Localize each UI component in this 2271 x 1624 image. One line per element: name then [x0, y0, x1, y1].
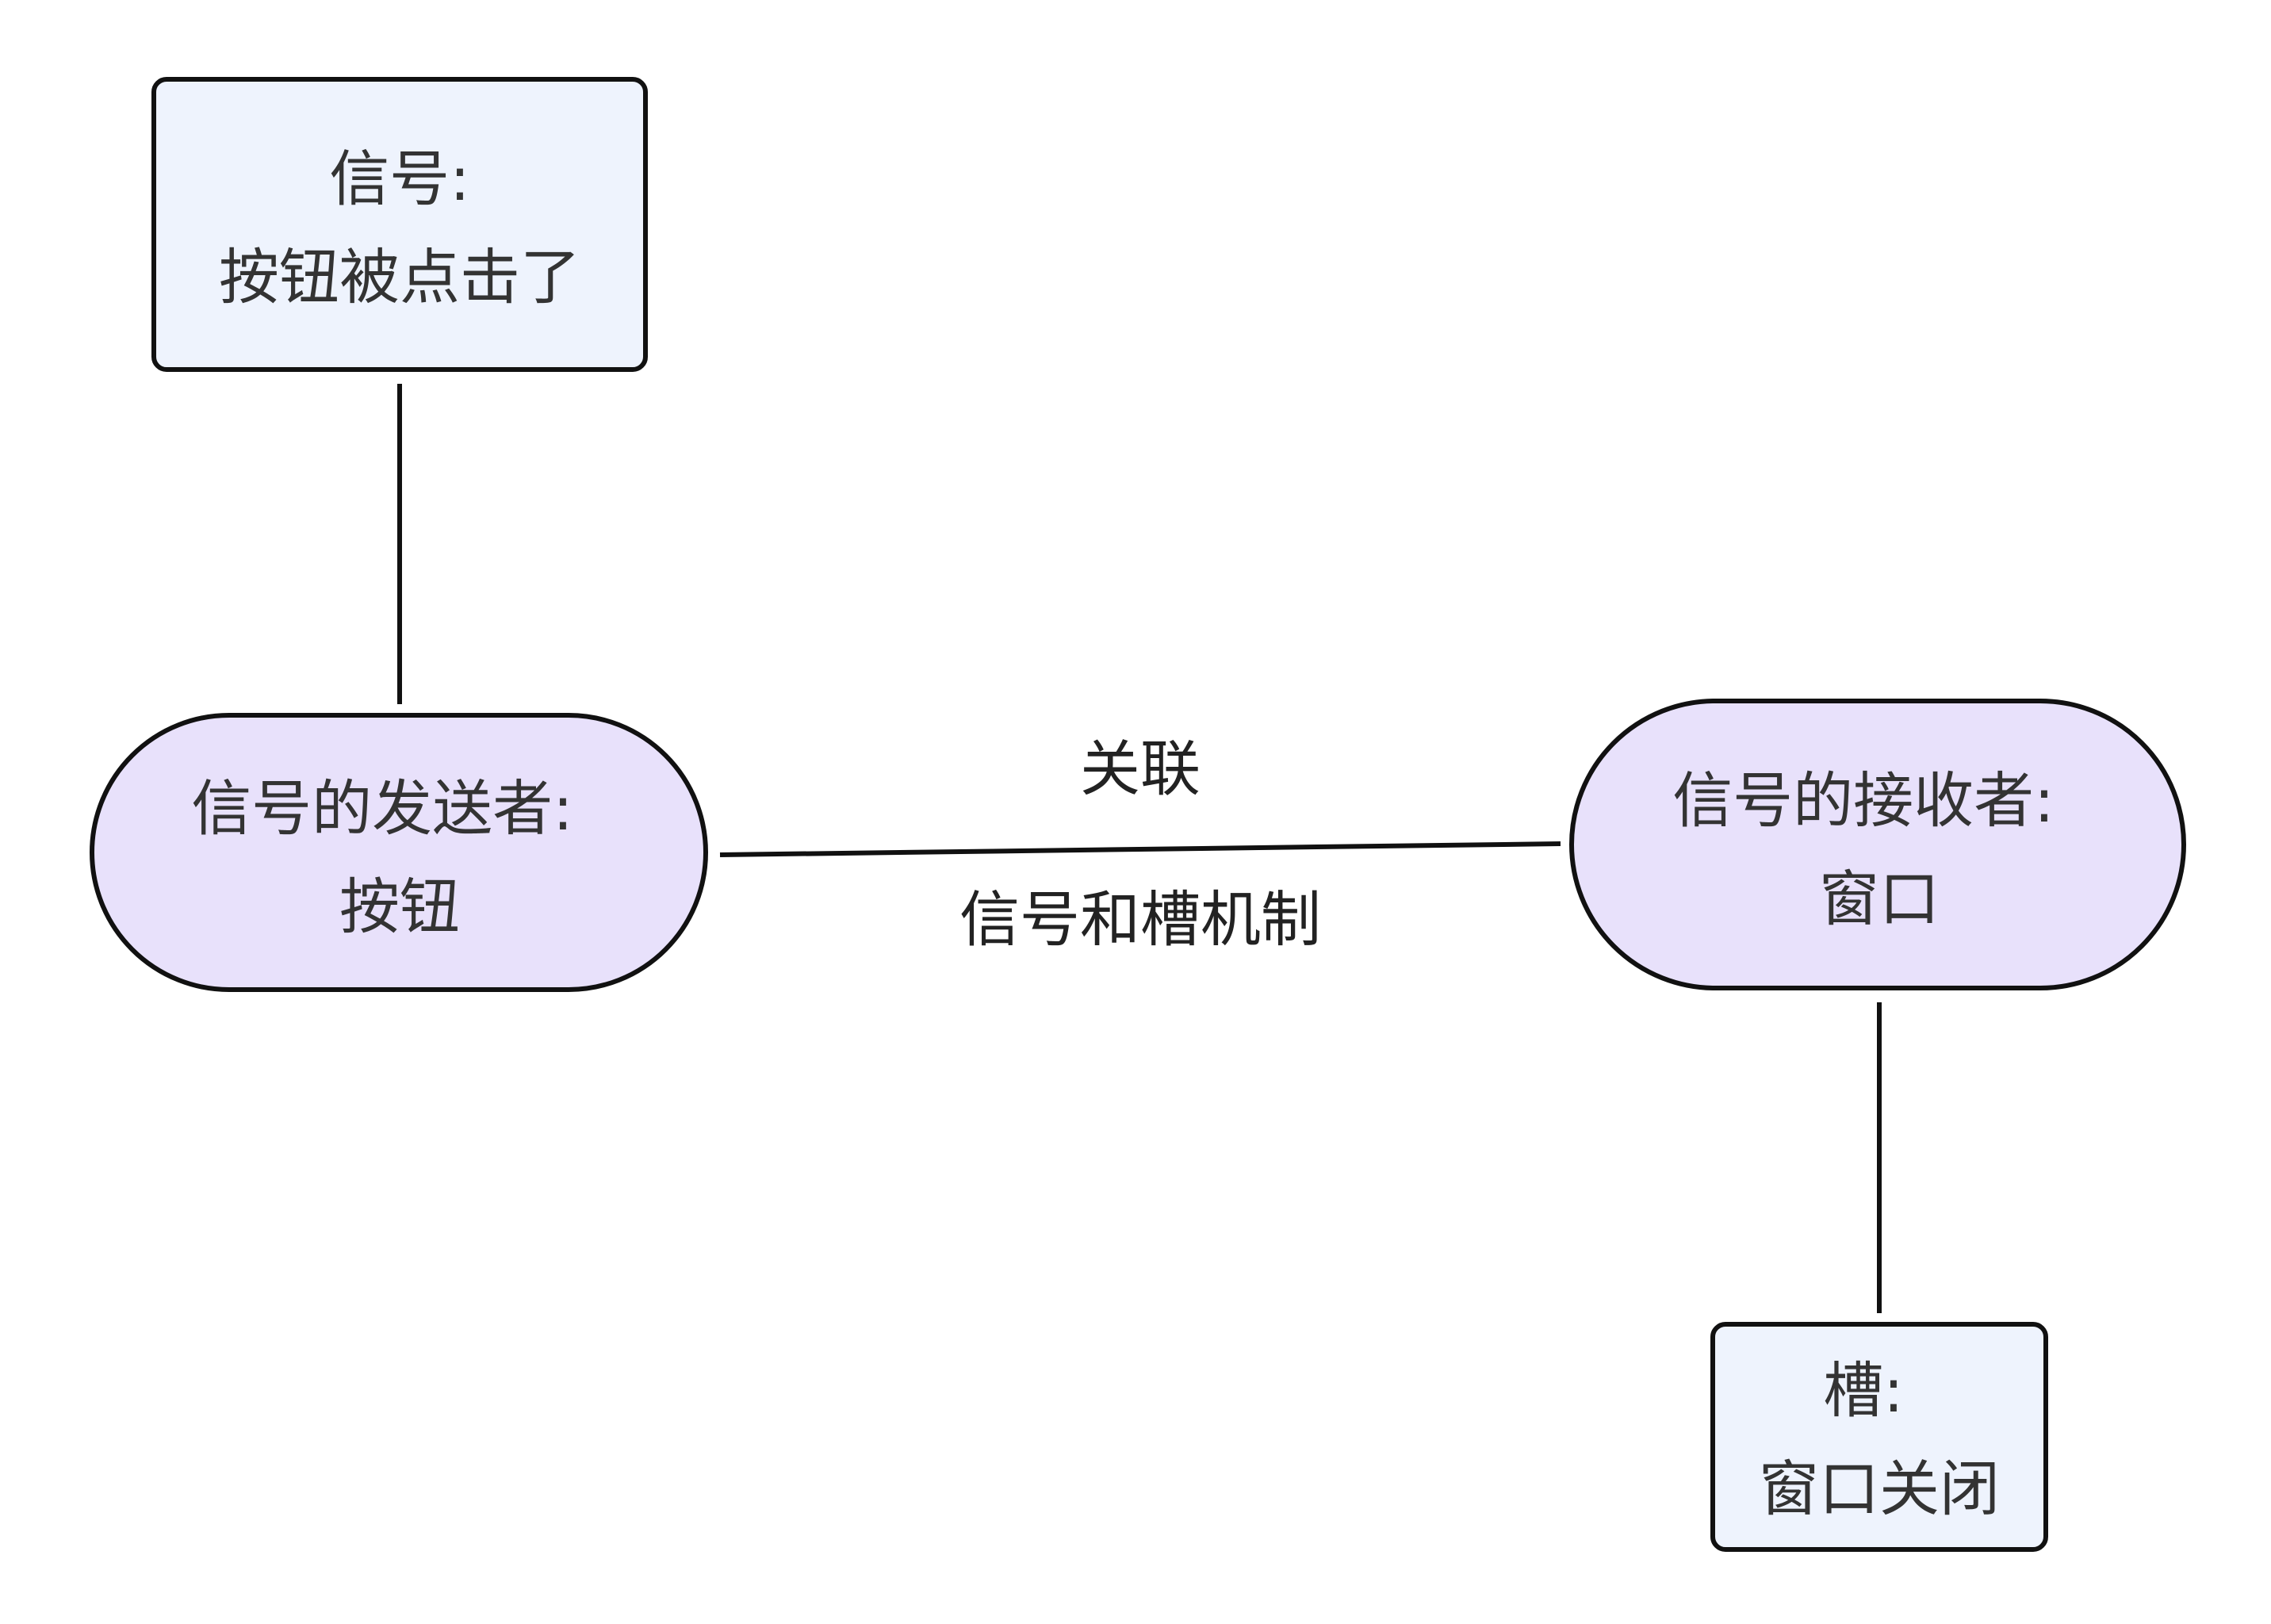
- node-receiver: 信号的接收者: 窗口: [1569, 699, 2186, 990]
- edge-sender-receiver: [719, 841, 1561, 857]
- node-slot: 槽: 窗口关闭: [1710, 1322, 2048, 1552]
- node-receiver-pill: [1569, 699, 2186, 990]
- edges: [397, 384, 1882, 1313]
- node-sender-pill: [90, 713, 708, 992]
- edge-label-association: 关联: [1080, 733, 1201, 804]
- node-signal-title: 信号:: [329, 144, 470, 214]
- node-sender: 信号的发送者: 按钮: [90, 713, 708, 992]
- node-receiver-title: 信号的接收者:: [1672, 765, 2055, 836]
- node-slot-box: [1710, 1322, 2048, 1552]
- node-sender-title: 信号的发送者:: [191, 773, 573, 844]
- node-slot-title: 槽:: [1823, 1355, 1904, 1426]
- node-receiver-detail: 窗口: [1819, 864, 1940, 934]
- edge-labels: 关联 信号和槽机制: [959, 733, 1321, 955]
- edge-label-signal-slot-mechanism: 信号和槽机制: [959, 884, 1321, 955]
- node-signal-box: [151, 77, 648, 372]
- node-signal: 信号: 按钮被点击了: [151, 77, 648, 372]
- node-sender-detail: 按钮: [339, 871, 460, 942]
- node-slot-detail: 窗口关闭: [1759, 1454, 2000, 1524]
- node-signal-detail: 按钮被点击了: [219, 242, 580, 312]
